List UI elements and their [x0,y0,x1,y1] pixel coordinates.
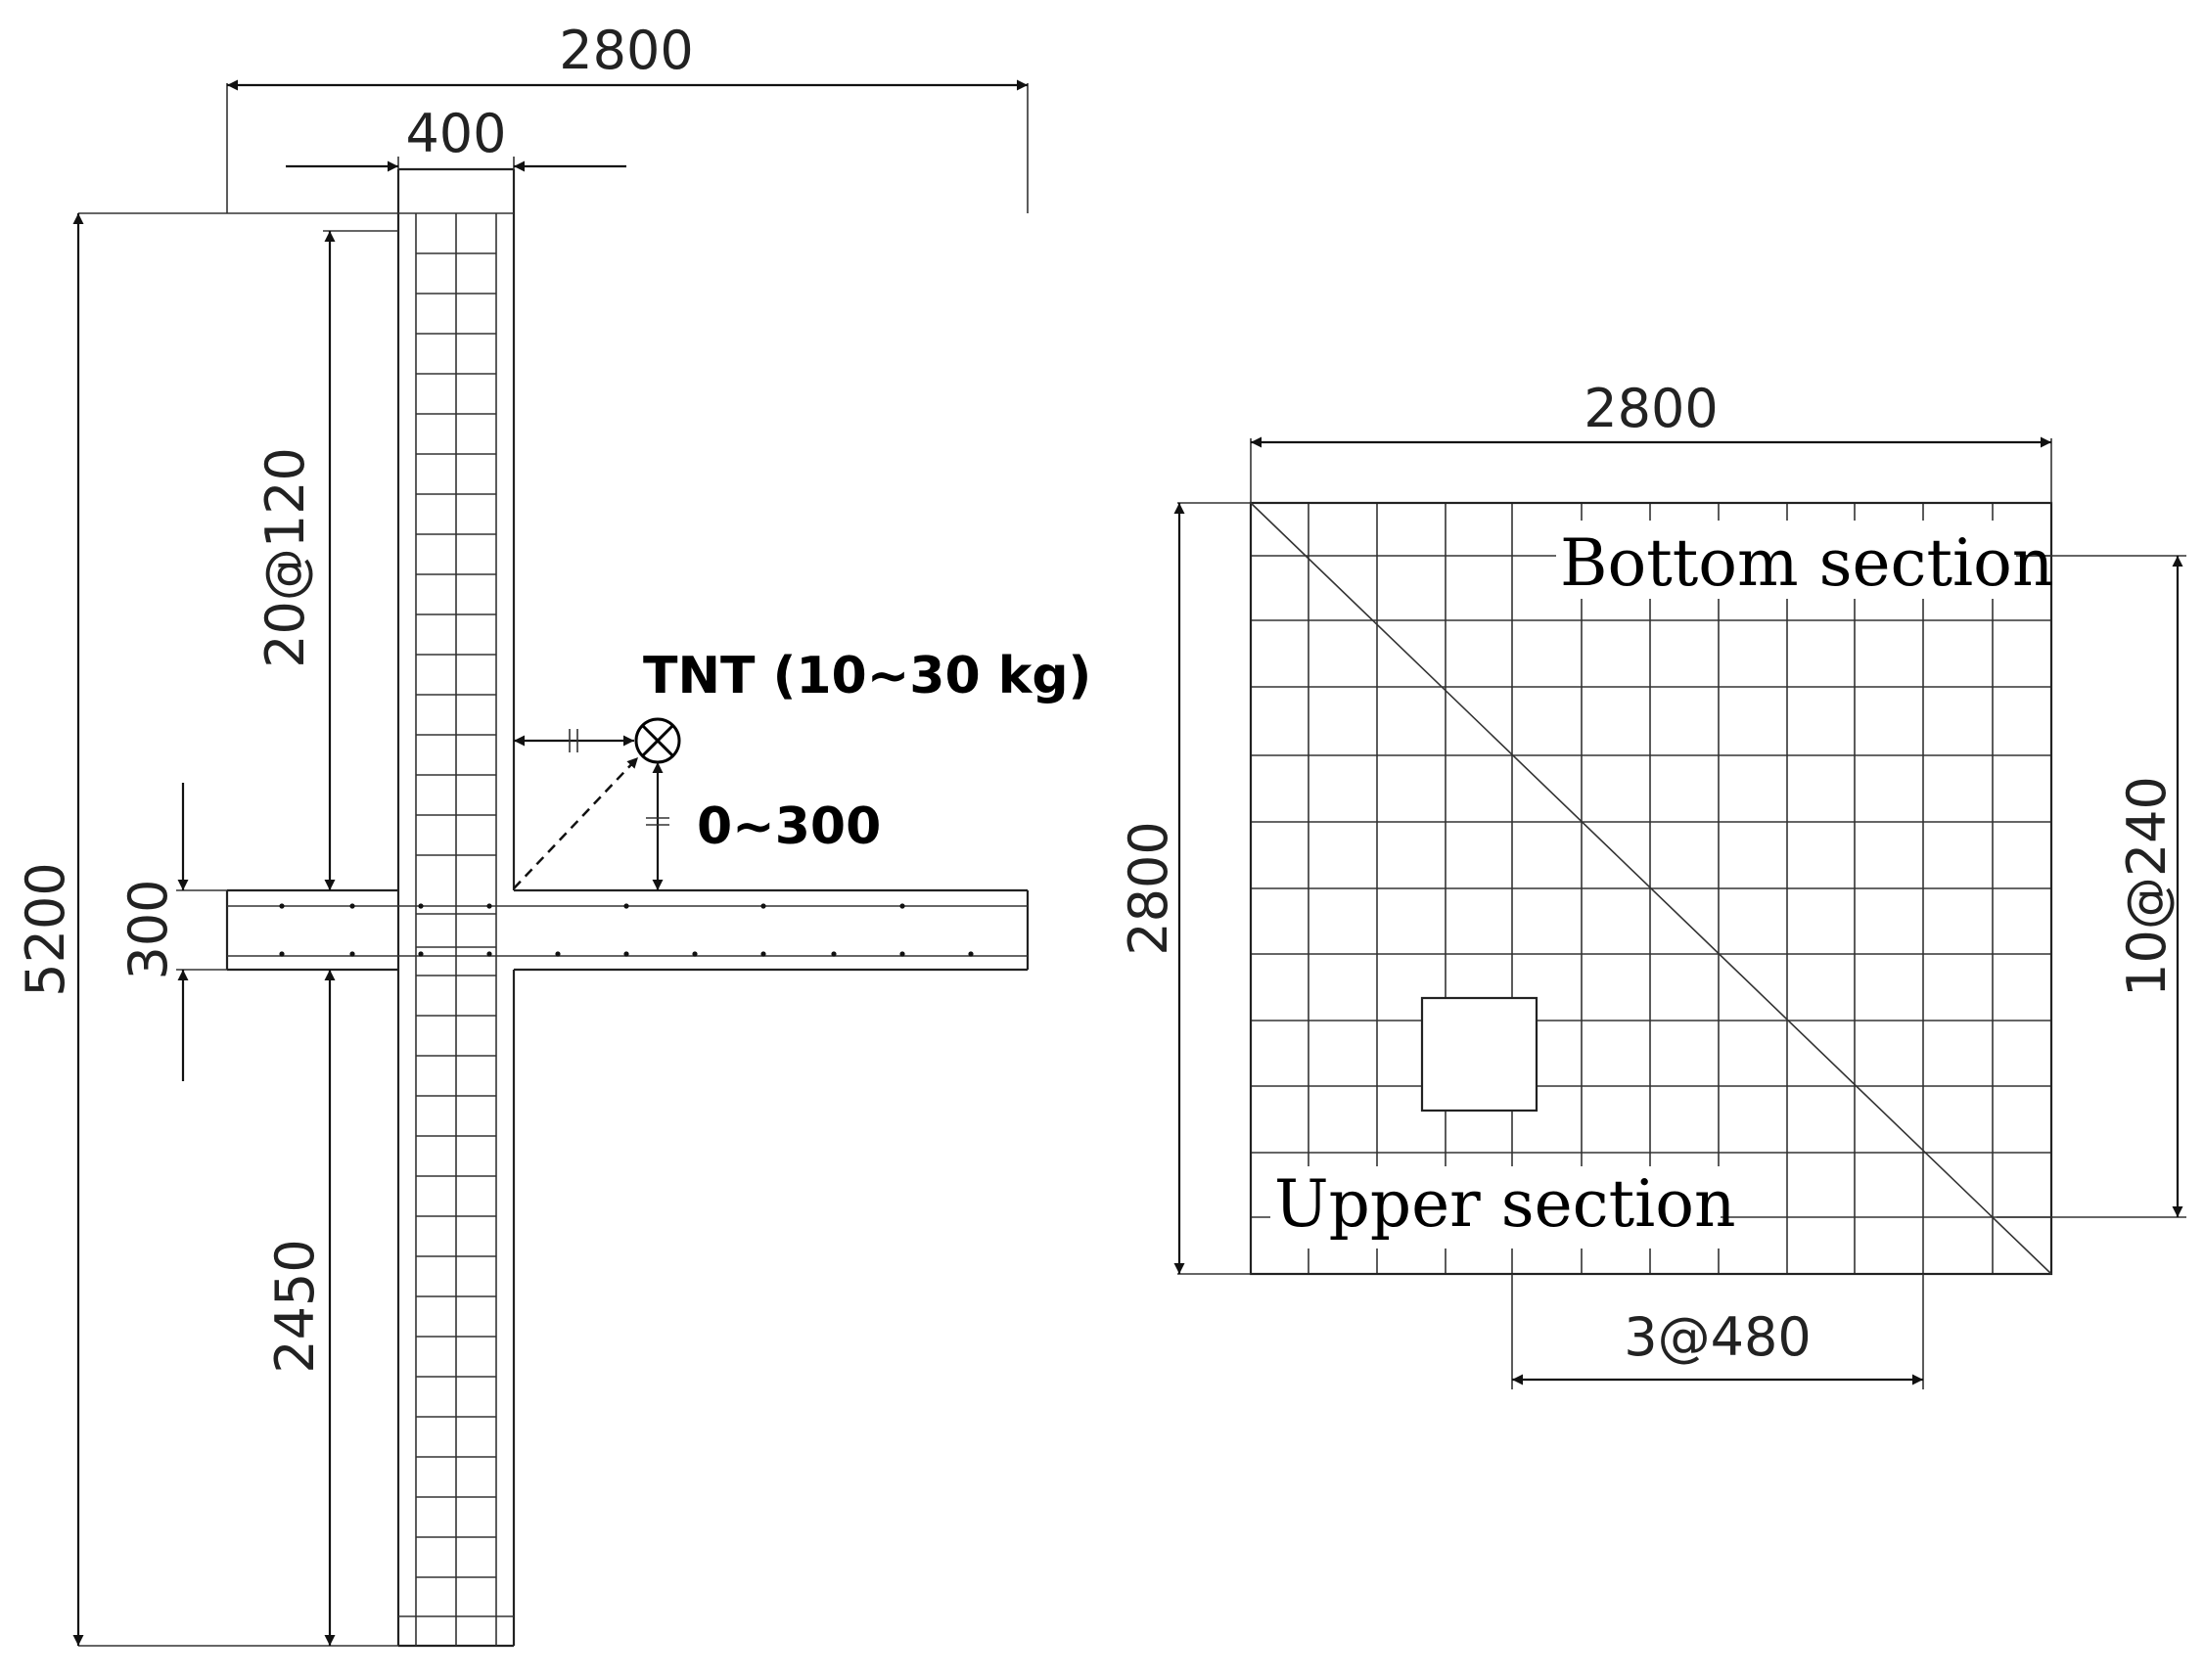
plan-view: 2800 2800 10@240 3@480 Bottom section Up… [1118,378,2186,1389]
plan-dim-width-label: 2800 [1584,378,1718,439]
rebar-dot [623,903,629,909]
rebar-dot [418,903,424,909]
rebar-dot [418,951,424,957]
slab-rebar-dots [279,903,974,957]
plan-dim-bay-spacing-label: 3@480 [1624,1306,1811,1368]
tnt-charge-icon [634,717,681,764]
rebar-dot [760,951,766,957]
rebar-dot [279,951,285,957]
rebar-dot [692,951,698,957]
plan-dim-height-label: 2800 [1118,821,1179,955]
standoff-diagonal-arrow [513,756,639,889]
bottom-section-label-bg [1556,521,2016,599]
rebar-dot [486,951,492,957]
rebar-dot [486,903,492,909]
slab-outline [225,888,1030,972]
rebar-dot [760,903,766,909]
upper-section-label-bg [1270,1166,1721,1249]
dim-lower-height-label: 2450 [264,1239,326,1373]
rebar-dot [279,903,285,909]
dim-upper-stirrups-label: 20@120 [254,447,316,668]
elevation-view: 2800 400 5200 20@120 2450 300 [15,20,1091,1648]
plan-dim-rebar-spacing-label: 10@240 [2116,776,2178,997]
plan-dim-height [1173,502,1251,1275]
tnt-charge-label: TNT (10~30 kg) [643,647,1091,705]
bottom-section-label: Bottom section [1560,525,2053,601]
rebar-dot [968,951,974,957]
rebar-dot [899,951,905,957]
column-stirrups [416,252,496,1578]
dim-slab-thickness-label: 300 [117,879,179,979]
rebar-dot [349,951,355,957]
plan-dim-bay-spacing [1511,1274,1924,1389]
dim-total-width-label: 2800 [559,20,693,81]
standoff-vertical-arrow [646,762,669,890]
upper-section-label: Upper section [1274,1166,1735,1242]
dim-total-height-label: 5200 [15,862,76,996]
plan-rebar-grid [1251,503,2051,1274]
dim-column-width [286,157,626,172]
rebar-dot [831,951,837,957]
dim-total-width [226,79,1029,213]
rebar-dot [349,903,355,909]
section-divider-diagonal [1250,502,2052,1275]
plan-dim-width [1250,436,2052,503]
plan-dim-rebar-spacing [1997,555,2186,1218]
dim-slab-thickness [176,783,227,1081]
dim-total-height [72,212,398,1647]
plan-column [1420,996,1538,1112]
standoff-range-label: 0~300 [697,797,881,856]
rebar-dot [623,951,629,957]
rebar-dot [899,903,905,909]
standoff-horizontal-arrow [514,729,634,752]
dim-column-width-label: 400 [405,103,506,164]
plan-outline [1249,501,2053,1276]
rebar-dot [555,951,561,957]
